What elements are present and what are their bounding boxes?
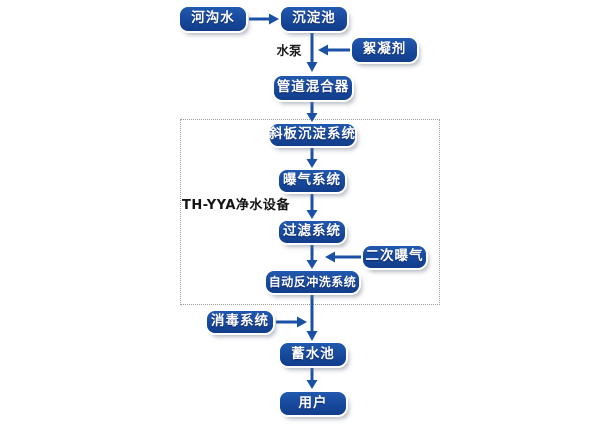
node-inclined-plate-sedimentation: 斜板沉淀系统 bbox=[269, 124, 355, 146]
node-filtration-system: 过滤系统 bbox=[279, 221, 345, 243]
arrow-ditchwater-to-sedimentation bbox=[249, 13, 279, 25]
arrow-aeration-to-filtration bbox=[306, 193, 318, 219]
node-pipe-mixer: 管道混合器 bbox=[274, 76, 352, 100]
node-secondary-aeration: 二次曝气 bbox=[363, 246, 426, 268]
node-ditch-water: 河沟水 bbox=[180, 7, 246, 31]
arrow-storagetank-to-user bbox=[306, 367, 318, 389]
arrow-sedimentation-to-pipemixer bbox=[306, 33, 318, 72]
arrow-pipemixer-to-inclinedplate bbox=[306, 101, 318, 122]
arrow-flocculant-to-line bbox=[318, 44, 350, 56]
arrow-inclinedplate-to-aeration bbox=[306, 147, 318, 168]
node-sedimentation-tank: 沉淀池 bbox=[281, 7, 347, 31]
node-user: 用户 bbox=[280, 392, 346, 415]
node-flocculant: 絮凝剂 bbox=[352, 38, 417, 62]
arrow-backwash-to-storagetank bbox=[306, 294, 318, 341]
pump-edge-label: 水泵 bbox=[276, 43, 302, 58]
node-auto-backwash-system: 自动反冲洗系统 bbox=[266, 271, 359, 293]
node-aeration-system: 曝气系统 bbox=[279, 170, 345, 192]
arrow-filtration-to-backwash bbox=[306, 244, 318, 269]
node-disinfection-system: 消毒系统 bbox=[207, 311, 273, 333]
node-storage-tank: 蓄水池 bbox=[280, 343, 346, 366]
equipment-group-label: TH-YYA净水设备 bbox=[182, 198, 290, 213]
arrow-secondaryaeration-to-line bbox=[325, 251, 361, 263]
arrow-disinfection-to-line bbox=[276, 316, 307, 328]
equipment-group-outline bbox=[180, 119, 440, 305]
